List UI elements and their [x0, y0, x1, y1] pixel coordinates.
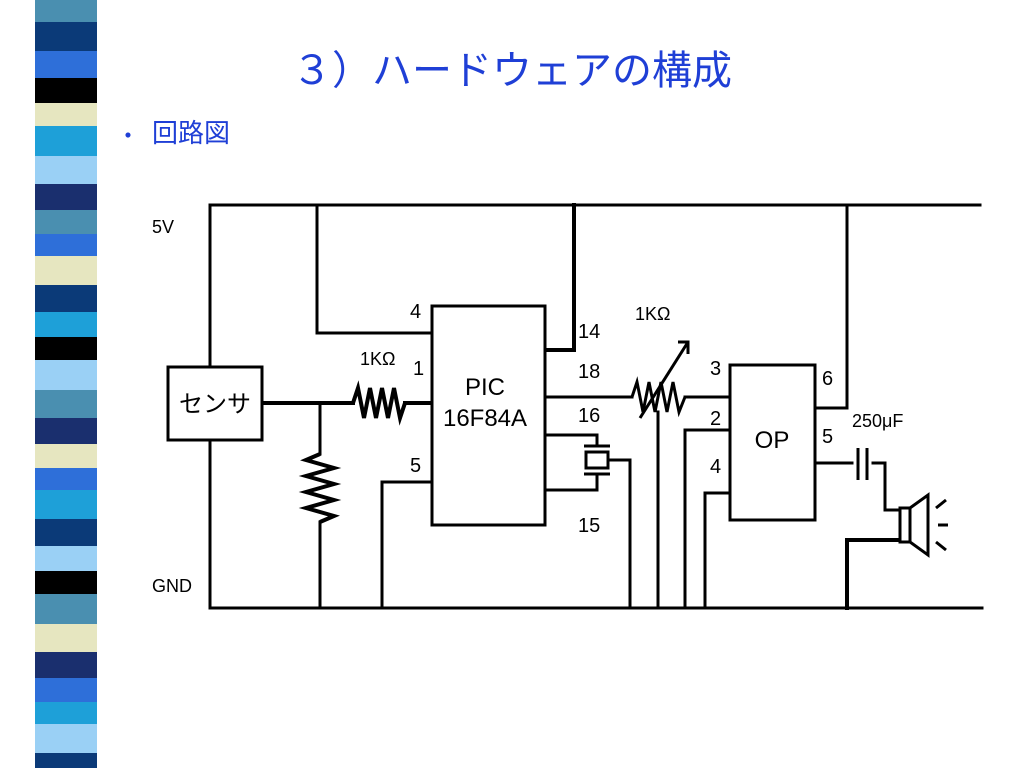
rail-5v-label: 5V — [152, 217, 174, 237]
stripe-segment — [35, 490, 97, 519]
stripe-segment — [35, 184, 97, 210]
pic-pin-16: 16 — [578, 405, 600, 427]
pic-pin-5: 5 — [410, 455, 421, 477]
pic-pin-14: 14 — [578, 321, 600, 343]
bullet-item-circuit-diagram: 回路図 — [152, 119, 231, 149]
decorative-stripe-bar — [35, 0, 97, 768]
resistor2-label: 1KΩ — [635, 304, 670, 324]
stripe-segment — [35, 444, 97, 468]
stripe-segment — [35, 571, 97, 594]
op-pin-4: 4 — [710, 456, 721, 478]
stripe-segment — [35, 285, 97, 312]
stripe-segment — [35, 702, 97, 724]
pic-pin-18: 18 — [578, 361, 600, 383]
pic-model-label: 16F84A — [443, 405, 527, 432]
stripe-segment — [35, 210, 97, 234]
stripe-segment — [35, 156, 97, 184]
rail-gnd-label: GND — [152, 576, 192, 596]
sensor-label: センサ — [179, 391, 251, 418]
sensor-box — [166, 365, 264, 442]
op-pin-2: 2 — [710, 408, 721, 430]
stripe-segment — [35, 103, 97, 126]
circuit-diagram: センサ 1KΩ PIC 16F84A 4 1 5 14 18 16 15 1KΩ… — [152, 203, 984, 610]
stripe-segment — [35, 0, 97, 22]
op-pin-5: 5 — [822, 426, 833, 448]
stripe-segment — [35, 624, 97, 652]
stripe-segment — [35, 126, 97, 156]
crystal-oscillator — [584, 444, 610, 476]
pic-pin-15: 15 — [578, 515, 600, 537]
pic-pin-1: 1 — [413, 358, 424, 380]
stripe-segment — [35, 724, 97, 753]
stripe-segment — [35, 594, 97, 624]
opamp-box — [728, 363, 817, 522]
stripe-segment — [35, 256, 97, 285]
resistor-1kohm-input — [351, 380, 407, 426]
bullet-marker: ・ — [116, 122, 140, 150]
capacitor-250uf — [856, 448, 869, 480]
pic-label: PIC — [465, 374, 505, 401]
variable-resistor-1kohm — [630, 340, 690, 419]
stripe-segment — [35, 546, 97, 571]
opamp-label: OP — [755, 427, 790, 454]
stripe-segment — [35, 468, 97, 490]
stripe-segment — [35, 519, 97, 546]
stripe-segment — [35, 360, 97, 390]
stripe-segment — [35, 51, 97, 78]
op-pin-3: 3 — [710, 358, 721, 380]
resistor1-label: 1KΩ — [360, 349, 395, 369]
stripe-segment — [35, 753, 97, 768]
resistor-pulldown — [298, 452, 342, 524]
stripe-segment — [35, 418, 97, 444]
slide-title: ３）ハードウェアの構成 — [292, 48, 732, 94]
stripe-segment — [35, 22, 97, 51]
capacitor-label: 250μF — [852, 411, 903, 431]
stripe-segment — [35, 312, 97, 337]
stripe-segment — [35, 234, 97, 256]
stripe-segment — [35, 390, 97, 418]
pic-chip — [430, 304, 547, 527]
stripe-segment — [35, 678, 97, 702]
pic-pin-4: 4 — [410, 301, 421, 323]
op-pin-6: 6 — [822, 368, 833, 390]
stripe-segment — [35, 78, 97, 103]
stripe-segment — [35, 652, 97, 678]
stripe-segment — [35, 337, 97, 360]
speaker-icon — [898, 492, 948, 558]
